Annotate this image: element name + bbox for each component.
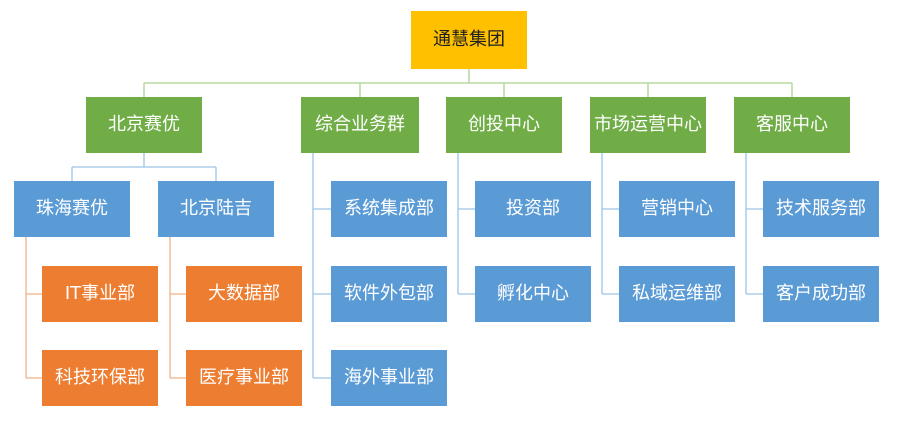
node-branch-0: 北京赛优 bbox=[86, 97, 202, 153]
node-sub-beijing-luji: 北京陆吉 bbox=[158, 181, 274, 237]
node-root: 通慧集团 bbox=[411, 11, 527, 69]
node-branch-3: 市场运营中心 bbox=[590, 97, 706, 153]
node-dept-invest: 投资部 bbox=[475, 181, 591, 237]
elbow-connector bbox=[457, 153, 475, 295]
node-branch-2: 创投中心 bbox=[446, 97, 562, 153]
node-dept-private-ops: 私域运维部 bbox=[619, 266, 735, 322]
node-dept-it: IT事业部 bbox=[42, 266, 158, 322]
elbow-connector bbox=[312, 153, 331, 379]
node-dept-sysint: 系统集成部 bbox=[331, 181, 447, 237]
node-dept-tech-env: 科技环保部 bbox=[42, 350, 158, 406]
node-dept-tech-service: 技术服务部 bbox=[763, 181, 879, 237]
node-sub-zhuhai: 珠海赛优 bbox=[14, 181, 130, 237]
node-dept-outsource: 软件外包部 bbox=[331, 266, 447, 322]
elbow-connector bbox=[745, 153, 763, 295]
node-branch-4: 客服中心 bbox=[734, 97, 850, 153]
node-dept-marketing: 营销中心 bbox=[619, 181, 735, 237]
node-dept-customer-success: 客户成功部 bbox=[763, 266, 879, 322]
elbow-connector bbox=[169, 237, 186, 379]
node-dept-medical: 医疗事业部 bbox=[186, 350, 302, 406]
elbow-connector bbox=[601, 153, 619, 295]
node-dept-overseas: 海外事业部 bbox=[331, 350, 447, 406]
node-branch-1: 综合业务群 bbox=[301, 97, 419, 153]
node-dept-bigdata: 大数据部 bbox=[186, 266, 302, 322]
elbow-connector bbox=[25, 237, 42, 379]
node-dept-incubate: 孵化中心 bbox=[475, 266, 591, 322]
